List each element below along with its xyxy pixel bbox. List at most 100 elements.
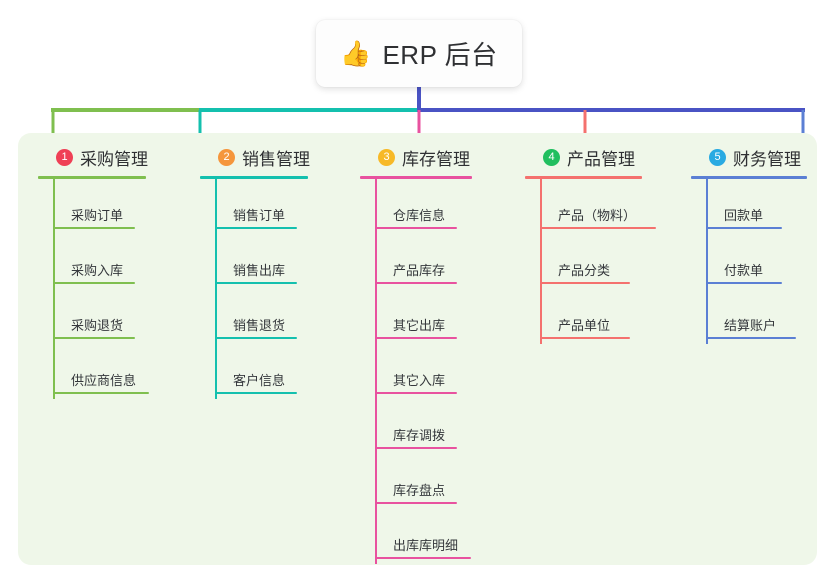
branch-badge-4: 4	[543, 148, 560, 166]
leaf-underline	[375, 337, 457, 339]
branch-stem-4	[540, 179, 542, 344]
leaf-item[interactable]: 客户信息	[200, 344, 310, 399]
leaf-item[interactable]: 产品单位	[525, 289, 642, 344]
leaf-item[interactable]: 库存调拨	[360, 399, 472, 454]
leaf-label: 采购入库	[71, 263, 124, 278]
leaf-underline	[53, 392, 149, 394]
branch-column-5: 5 财务管理回款单付款单结算账户	[691, 144, 807, 344]
branch-header-4[interactable]: 4 产品管理	[525, 144, 642, 170]
leaf-item[interactable]: 其它入库	[360, 344, 472, 399]
leaf-label: 出库库明细	[393, 538, 459, 553]
leaf-label: 客户信息	[233, 373, 286, 388]
leaf-label: 库存调拨	[393, 428, 446, 443]
leaf-label: 销售订单	[233, 208, 286, 223]
leaf-underline	[540, 282, 630, 284]
leaf-underline	[375, 227, 457, 229]
leaf-label: 销售出库	[233, 263, 286, 278]
branch-badge-1: 1	[56, 148, 73, 166]
branch-badge-5: 5	[709, 148, 726, 166]
branch-children-2: 销售订单销售出库销售退货客户信息	[200, 179, 310, 399]
leaf-item[interactable]: 采购订单	[38, 179, 148, 234]
leaf-item[interactable]: 销售出库	[200, 234, 310, 289]
leaf-underline	[706, 282, 782, 284]
branch-rule-4	[525, 176, 642, 179]
leaf-label: 产品分类	[558, 263, 611, 278]
leaf-underline	[375, 557, 471, 559]
branch-title-2: 销售管理	[242, 149, 310, 169]
branch-children-1: 采购订单采购入库采购退货供应商信息	[38, 179, 149, 399]
leaf-item[interactable]: 销售退货	[200, 289, 310, 344]
root-title: ERP 后台	[382, 40, 498, 70]
leaf-item[interactable]: 采购退货	[38, 289, 148, 344]
leaf-label: 库存盘点	[393, 483, 446, 498]
leaf-underline	[215, 282, 297, 284]
branch-column-3: 3 库存管理仓库信息产品库存其它出库其它入库库存调拨库存盘点出库库明细	[360, 144, 472, 564]
leaf-label: 回款单	[724, 208, 764, 223]
leaf-label: 仓库信息	[393, 208, 446, 223]
leaf-underline	[215, 392, 297, 394]
leaf-label: 供应商信息	[71, 373, 137, 388]
leaf-underline	[540, 227, 656, 229]
branch-header-5[interactable]: 5 财务管理	[691, 144, 807, 170]
branch-rule-1	[38, 176, 146, 179]
leaf-item[interactable]: 产品库存	[360, 234, 472, 289]
leaf-label: 销售退货	[233, 318, 286, 333]
leaf-underline	[215, 227, 297, 229]
leaf-label: 采购退货	[71, 318, 124, 333]
leaf-underline	[215, 337, 297, 339]
leaf-label: 结算账户	[724, 318, 777, 333]
leaf-item[interactable]: 回款单	[691, 179, 807, 234]
leaf-underline	[375, 392, 457, 394]
leaf-item[interactable]: 产品（物料）	[525, 179, 656, 234]
leaf-underline	[706, 227, 782, 229]
leaf-label: 其它出库	[393, 318, 446, 333]
leaf-item[interactable]: 产品分类	[525, 234, 642, 289]
leaf-item[interactable]: 结算账户	[691, 289, 807, 344]
leaf-underline	[53, 337, 135, 339]
branch-title-3: 库存管理	[402, 149, 470, 169]
leaf-item[interactable]: 销售订单	[200, 179, 310, 234]
leaf-underline	[375, 282, 457, 284]
leaf-item[interactable]: 其它出库	[360, 289, 472, 344]
branch-rule-3	[360, 176, 472, 179]
root-node[interactable]: 👍 ERP 后台	[316, 20, 522, 87]
leaf-label: 付款单	[724, 263, 764, 278]
branch-rule-5	[691, 176, 807, 179]
leaf-label: 采购订单	[71, 208, 124, 223]
branch-children-4: 产品（物料） 产品分类产品单位	[525, 179, 656, 344]
leaf-underline	[375, 447, 457, 449]
leaf-item[interactable]: 付款单	[691, 234, 807, 289]
leaf-underline	[53, 227, 135, 229]
branch-header-2[interactable]: 2 销售管理	[200, 144, 310, 170]
leaf-item[interactable]: 出库库明细	[360, 509, 472, 564]
leaf-underline	[375, 502, 457, 504]
branch-title-5: 财务管理	[733, 149, 801, 169]
leaf-underline	[540, 337, 630, 339]
leaf-label: 产品（物料）	[558, 208, 637, 223]
leaf-label: 其它入库	[393, 373, 446, 388]
branch-column-1: 1 采购管理采购订单采购入库采购退货供应商信息	[38, 144, 149, 399]
branch-stem-1	[53, 179, 55, 399]
branch-column-2: 2 销售管理销售订单销售出库销售退货客户信息	[200, 144, 310, 399]
branch-header-3[interactable]: 3 库存管理	[360, 144, 472, 170]
leaf-item[interactable]: 采购入库	[38, 234, 148, 289]
leaf-item[interactable]: 仓库信息	[360, 179, 472, 234]
branch-title-1: 采购管理	[80, 149, 148, 169]
branch-header-1[interactable]: 1 采购管理	[38, 144, 148, 170]
branch-badge-2: 2	[218, 148, 235, 166]
leaf-underline	[706, 337, 796, 339]
thumbs-up-icon: 👍	[340, 40, 372, 68]
leaf-item[interactable]: 供应商信息	[38, 344, 149, 399]
content-panel	[18, 133, 817, 565]
branch-stem-5	[706, 179, 708, 344]
branch-badge-3: 3	[378, 148, 395, 166]
branch-stem-2	[215, 179, 217, 399]
branch-children-5: 回款单付款单结算账户	[691, 179, 807, 344]
leaf-item[interactable]: 库存盘点	[360, 454, 472, 509]
branch-column-4: 4 产品管理产品（物料） 产品分类产品单位	[525, 144, 656, 344]
leaf-label: 产品库存	[393, 263, 446, 278]
branch-title-4: 产品管理	[567, 149, 635, 169]
leaf-underline	[53, 282, 135, 284]
branch-rule-2	[200, 176, 308, 179]
